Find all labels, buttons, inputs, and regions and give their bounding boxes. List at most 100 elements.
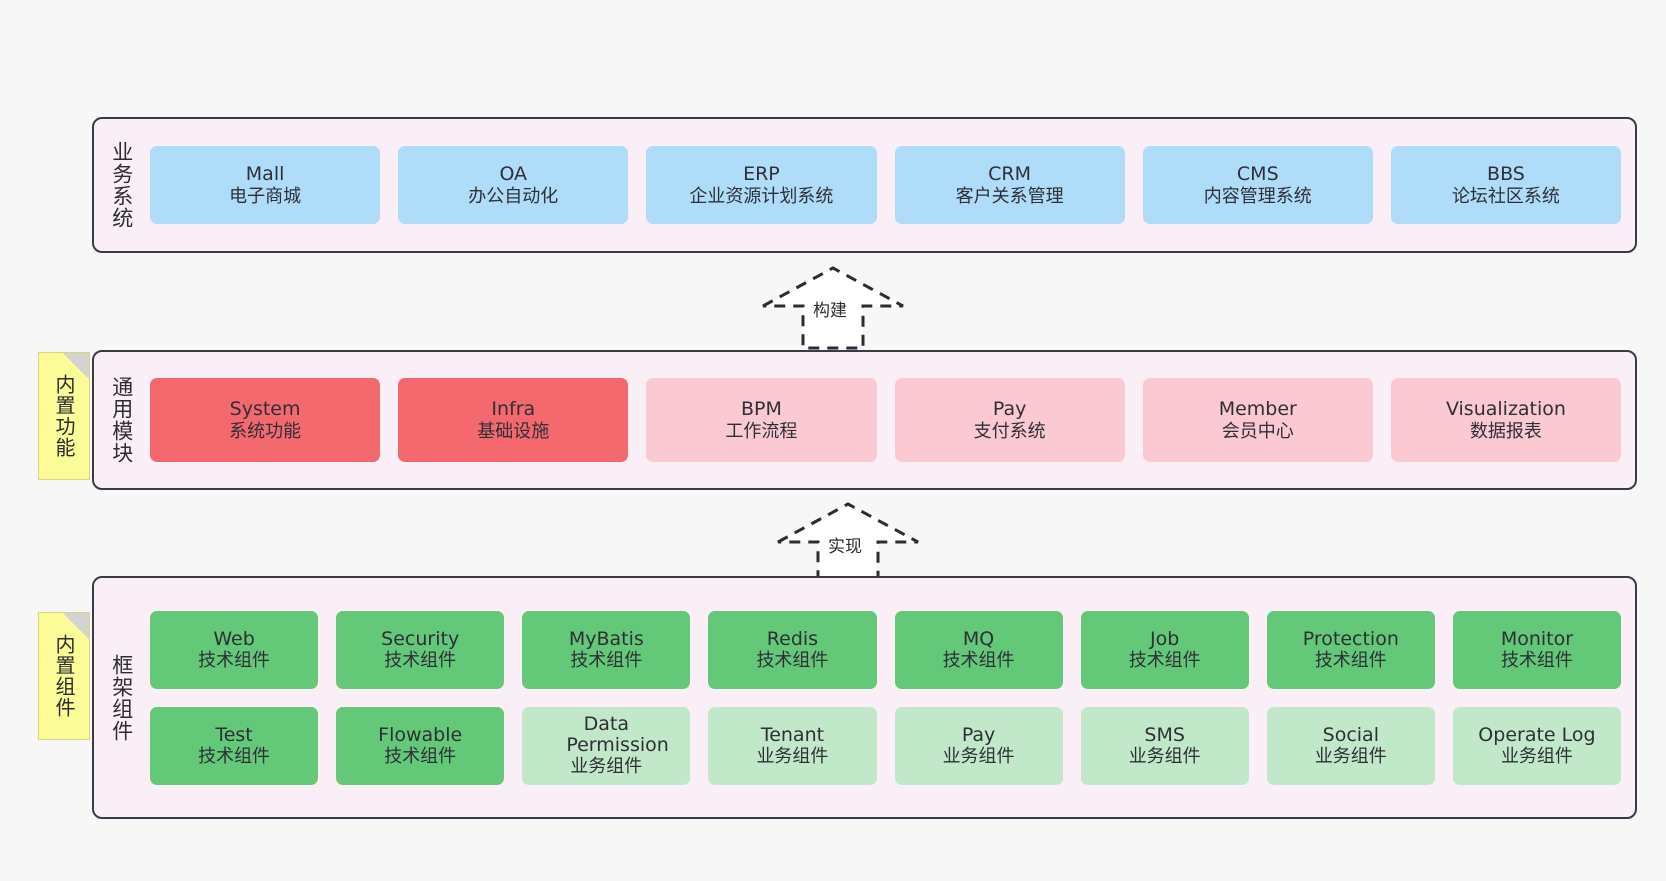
card-cms[interactable]: CMS 内容管理系统 (1142, 146, 1373, 224)
card-title-cn: 技术组件 (942, 650, 1015, 672)
card-row: System 系统功能 Infra 基础设施 BPM 工作流程 Pay 支付系统… (150, 378, 1622, 462)
note-builtin-components: 内置组件 (38, 612, 90, 740)
card-title-en: Redis (766, 627, 819, 650)
card-member[interactable]: Member 会员中心 (1142, 378, 1373, 462)
note-builtin-features: 内置功能 (38, 352, 90, 480)
card-operate-log[interactable]: Operate Log 业务组件 (1452, 706, 1621, 785)
card-row: Test 技术组件 Flowable 技术组件 Data Permission … (150, 706, 1621, 785)
card-web[interactable]: Web 技术组件 (150, 610, 319, 689)
card-flowable[interactable]: Flowable 技术组件 (336, 706, 505, 785)
note-fold-corner-icon (63, 613, 89, 639)
card-title-en: Security (381, 627, 460, 650)
card-infra[interactable]: Infra 基础设施 (398, 378, 629, 462)
card-title-cn: 技术组件 (198, 650, 271, 672)
card-erp[interactable]: ERP 企业资源计划系统 (646, 146, 877, 224)
card-title-cn: 办公自动化 (468, 185, 559, 207)
layer-body-business: Mall 电子商城 OA 办公自动化 ERP 企业资源计划系统 CRM 客户关系… (148, 119, 1635, 251)
card-title-en: OA (499, 163, 528, 186)
card-title-en: Test (215, 723, 253, 746)
connector-build-shape (762, 266, 904, 350)
note-label: 内置功能 (52, 374, 76, 458)
card-data-permission[interactable]: Data Permission 业务组件 (522, 706, 691, 785)
card-pay[interactable]: Pay 支付系统 (894, 378, 1125, 462)
card-job[interactable]: Job 技术组件 (1080, 610, 1249, 689)
card-title-cn: 技术组件 (570, 650, 643, 672)
card-title-en: CMS (1236, 163, 1279, 186)
connector-implement: 实现 (770, 494, 930, 589)
card-title-cn: 论坛社区系统 (1451, 185, 1560, 207)
note-label: 内置组件 (52, 634, 76, 718)
card-row: Mall 电子商城 OA 办公自动化 ERP 企业资源计划系统 CRM 客户关系… (150, 146, 1622, 224)
card-title-en: Protection (1302, 627, 1399, 650)
card-title-cn: 电子商城 (229, 185, 302, 207)
card-mall[interactable]: Mall 电子商城 (150, 146, 381, 224)
card-title-en: System (229, 398, 301, 421)
connector-implement-shape (777, 502, 919, 586)
card-title-en: Visualization (1445, 398, 1566, 421)
card-bbs[interactable]: BBS 论坛社区系统 (1390, 146, 1622, 224)
card-title-cn: 技术组件 (756, 650, 829, 672)
card-tenant[interactable]: Tenant 业务组件 (708, 706, 877, 785)
card-title-en: ERP (743, 163, 780, 186)
card-system[interactable]: System 系统功能 (150, 378, 381, 462)
card-title-en: CRM (988, 163, 1032, 186)
card-title-en: Social (1322, 723, 1379, 746)
card-mybatis[interactable]: MyBatis 技术组件 (522, 610, 691, 689)
card-title-en: Pay (992, 398, 1027, 421)
card-protection[interactable]: Protection 技术组件 (1266, 610, 1435, 689)
card-redis[interactable]: Redis 技术组件 (708, 610, 877, 689)
layer-title-module: 通用模块 (109, 376, 134, 464)
card-test[interactable]: Test 技术组件 (150, 706, 319, 785)
card-title-en: Operate Log (1478, 723, 1596, 746)
note-fold-corner-icon (63, 353, 89, 379)
card-title-cn: 技术组件 (1500, 650, 1573, 672)
card-title-en: MQ (962, 627, 995, 650)
card-pay-component[interactable]: Pay 业务组件 (894, 706, 1063, 785)
card-title-en: SMS (1144, 723, 1185, 746)
card-visualization[interactable]: Visualization 数据报表 (1390, 378, 1622, 462)
card-title-en: Mall (245, 163, 285, 186)
card-title-cn: 技术组件 (1314, 650, 1387, 672)
card-oa[interactable]: OA 办公自动化 (398, 146, 629, 224)
card-title-en: Tenant (760, 723, 825, 746)
card-title-en: Data Permission (566, 712, 669, 756)
card-title-cn: 业务组件 (756, 746, 829, 768)
card-title-cn: 业务组件 (1314, 746, 1387, 768)
layer-panel-framework: 框架组件 Web 技术组件 Security 技术组件 MyBatis 技术组件… (92, 576, 1637, 819)
layer-panel-module: 通用模块 System 系统功能 Infra 基础设施 BPM 工作流程 Pay… (92, 350, 1637, 490)
card-title-cn: 业务组件 (1500, 746, 1573, 768)
card-sms[interactable]: SMS 业务组件 (1080, 706, 1249, 785)
card-title-cn: 技术组件 (384, 650, 457, 672)
card-title-cn: 企业资源计划系统 (689, 185, 834, 207)
card-title-en: BPM (740, 398, 782, 421)
card-title-en: Pay (961, 723, 996, 746)
card-title-en: Web (213, 627, 255, 650)
card-title-en: Member (1218, 398, 1297, 421)
card-monitor[interactable]: Monitor 技术组件 (1452, 610, 1621, 689)
card-row: Web 技术组件 Security 技术组件 MyBatis 技术组件 Redi… (150, 610, 1621, 689)
card-security[interactable]: Security 技术组件 (336, 610, 505, 689)
card-bpm[interactable]: BPM 工作流程 (646, 378, 877, 462)
layer-title-business: 业务系统 (109, 141, 134, 229)
card-title-cn: 数据报表 (1469, 420, 1542, 442)
connector-build-label: 构建 (813, 301, 847, 321)
layer-body-module: System 系统功能 Infra 基础设施 BPM 工作流程 Pay 支付系统… (148, 352, 1635, 488)
connector-implement-label: 实现 (828, 537, 862, 557)
card-title-cn: 客户关系管理 (955, 185, 1064, 207)
card-title-cn: 业务组件 (942, 746, 1015, 768)
card-title-en: BBS (1487, 163, 1525, 186)
card-title-cn: 工作流程 (725, 420, 798, 442)
card-title-en: Flowable (378, 723, 463, 746)
card-crm[interactable]: CRM 客户关系管理 (894, 146, 1125, 224)
card-title-en: Job (1150, 627, 1180, 650)
card-title-cn: 技术组件 (1128, 650, 1201, 672)
card-mq[interactable]: MQ 技术组件 (894, 610, 1063, 689)
card-title-cn: 技术组件 (384, 746, 457, 768)
layer-title-framework: 框架组件 (109, 653, 134, 742)
card-title-cn: 内容管理系统 (1203, 185, 1312, 207)
card-title-cn: 业务组件 (1128, 746, 1201, 768)
card-title-en: MyBatis (568, 627, 644, 650)
card-social[interactable]: Social 业务组件 (1266, 706, 1435, 785)
layer-body-framework: Web 技术组件 Security 技术组件 MyBatis 技术组件 Redi… (148, 578, 1635, 817)
